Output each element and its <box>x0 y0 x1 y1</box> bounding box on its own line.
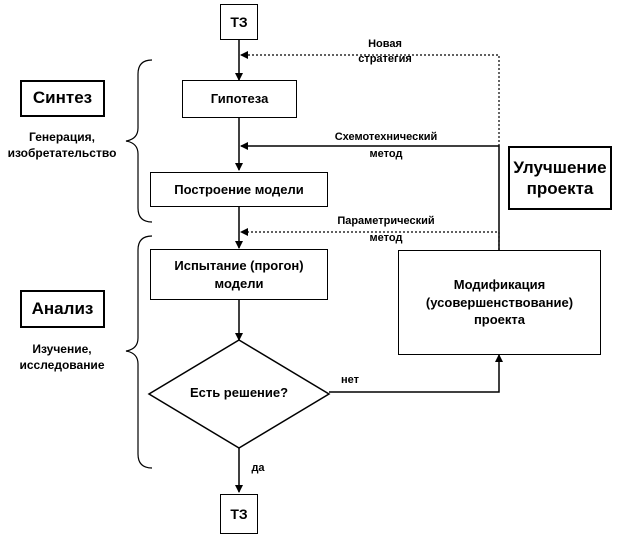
analysis-desc-line2: исследование <box>19 358 105 373</box>
tz-top-label: ТЗ <box>230 13 248 30</box>
parametric-method-line2: метод <box>369 232 403 245</box>
tz-bottom-box: ТЗ <box>220 494 258 534</box>
new-strategy-label: Новая стратегия <box>340 37 430 68</box>
decision-diamond <box>147 339 331 449</box>
analysis-title: Анализ <box>31 298 94 318</box>
synthesis-title: Синтез <box>32 88 93 108</box>
analysis-title-box: Анализ <box>20 290 105 328</box>
hypothesis-box: Гипотеза <box>182 80 297 118</box>
synthesis-description: Генерация, изобретательство <box>0 129 124 161</box>
modification-label-line2: (усовершенствование) <box>425 294 574 310</box>
new-strategy-line1: Новая <box>368 38 402 50</box>
parametric-method-line1: Параметрический <box>337 215 435 227</box>
improvement-line1: Улучшение <box>513 157 607 177</box>
hypothesis-label: Гипотеза <box>210 91 269 107</box>
improvement-box: Улучшение проекта <box>508 146 612 210</box>
modification-box: Модификация (усовершенствование) проекта <box>398 250 601 355</box>
synthesis-title-box: Синтез <box>20 80 105 117</box>
parametric-method-label: Параметрический метод <box>318 213 454 247</box>
new-strategy-line2: стратегия <box>358 53 412 66</box>
decision-label: Есть решение? <box>189 385 289 400</box>
yes-label: да <box>251 462 265 474</box>
synthesis-desc-line1: Генерация, <box>29 130 95 144</box>
arrow-parametric-method <box>240 228 500 250</box>
test-box: Испытание (прогон) модели <box>150 249 328 300</box>
arrow-no-to-modification <box>329 354 503 393</box>
test-label-line2: модели <box>214 275 264 291</box>
model-build-label: Построение модели <box>174 181 304 197</box>
tz-top-box: ТЗ <box>220 4 258 40</box>
model-build-box: Построение модели <box>150 172 328 207</box>
tz-bottom-label: ТЗ <box>230 505 248 522</box>
analysis-description: Изучение, исследование <box>0 341 124 373</box>
analysis-desc-line1: Изучение, <box>32 342 92 356</box>
improvement-line2: проекта <box>526 179 594 198</box>
synthesis-desc-line2: изобретательство <box>7 146 117 161</box>
schematic-method-label: Схемотехнический метод <box>318 129 454 163</box>
analysis-brace <box>125 235 153 469</box>
modification-label-line1: Модификация <box>453 277 546 293</box>
synthesis-brace <box>125 59 153 223</box>
schematic-method-line2: метод <box>369 148 403 161</box>
no-label: нет <box>340 374 359 386</box>
modification-label-line3: проекта <box>473 312 526 328</box>
schematic-method-line1: Схемотехнический <box>334 131 438 143</box>
test-label-line1: Испытание (прогон) <box>174 257 304 273</box>
